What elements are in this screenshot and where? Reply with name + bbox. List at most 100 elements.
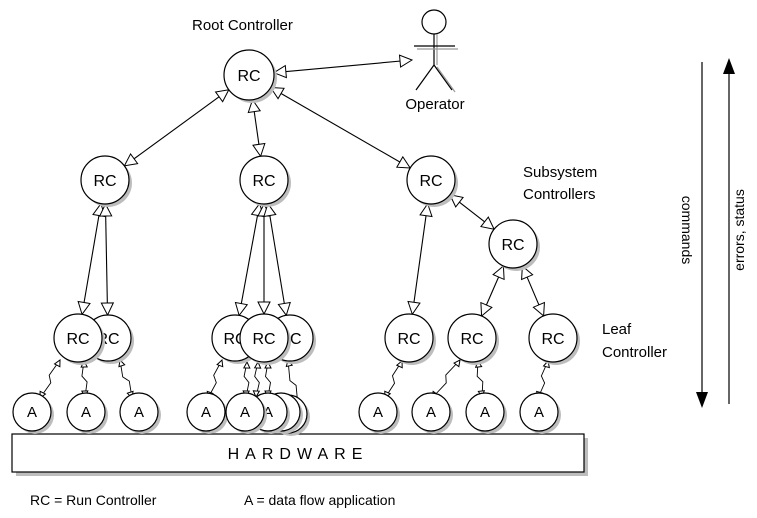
link-leaf-application-3 <box>119 359 133 399</box>
data-flow-application-11 <box>465 392 505 432</box>
link-leaf-application-5-head-start <box>243 360 251 369</box>
link-subsystem-right-subsystem-2-head-start <box>449 194 464 208</box>
run-controller-opm-label: RC <box>252 173 275 190</box>
run-controller-l5-label: RC <box>541 331 564 348</box>
link-leaf-application-9-head-start <box>395 359 403 369</box>
link-subsystem-right-subsystem-2-head-end <box>480 216 495 230</box>
operator-icon <box>414 9 458 93</box>
run-controller-l3 <box>384 313 434 363</box>
commands-label: commands <box>679 196 695 264</box>
run-controller-ops-label: RC <box>93 173 116 190</box>
run-controller-opr <box>406 155 456 205</box>
data-flow-application-11-label: A <box>480 404 490 421</box>
run-controller-ops <box>80 155 130 205</box>
link-subsystem-2-leaf-b-head-end <box>532 301 545 317</box>
link-root-subsystem-left <box>124 89 230 167</box>
data-flow-application-3 <box>119 392 159 432</box>
link-root-operator-head-end <box>398 54 414 68</box>
link-leaf-application-7 <box>265 361 271 398</box>
link-subsystem-middle-leaf-a-head-end <box>234 301 249 317</box>
link-leaf-application-10 <box>431 359 461 399</box>
run-controller-l4-label: RC <box>460 331 483 348</box>
link-subsystem-middle-leaf-c-head-start <box>263 202 277 218</box>
link-root-subsystem-middle-head-start <box>247 98 262 114</box>
link-subsystem-2-leaf-a-head-start <box>492 264 505 281</box>
link-subsystem-left-leaf-a <box>81 203 102 315</box>
link-leaf-application-5 <box>243 361 250 398</box>
link-root-subsystem-middle-head-end <box>252 142 266 158</box>
link-leaf-application-7-head-start <box>264 360 272 369</box>
data-flow-application-12-label: A <box>534 404 544 421</box>
link-root-subsystem-right-head-end <box>395 155 412 169</box>
run-controller-l2b-label: RC <box>252 331 275 348</box>
data-flow-application-7 <box>186 392 226 432</box>
link-subsystem-left-leaf-b-head-start <box>98 202 113 217</box>
subsystem-controllers-caption-line1: Subsystem <box>523 164 597 181</box>
data-flow-application-3-label: A <box>134 404 144 421</box>
data-flow-application-8-label: A <box>240 404 250 421</box>
run-controller-l4 <box>447 313 497 363</box>
link-leaf-application-6-head-start <box>253 360 262 369</box>
hardware-bar <box>11 433 585 473</box>
link-subsystem-middle-leaf-c <box>267 203 287 316</box>
commands-arrow <box>696 62 708 408</box>
data-flow-application-9-label: A <box>373 404 383 421</box>
data-flow-application-8 <box>225 392 265 432</box>
link-leaf-application-11 <box>476 360 484 398</box>
link-leaf-application-1 <box>39 359 61 399</box>
link-leaf-application-12 <box>537 360 549 399</box>
link-subsystem-2-leaf-a-head-end <box>480 301 493 318</box>
data-flow-application-2 <box>66 392 106 432</box>
data-flow-application-2-label: A <box>81 404 91 421</box>
link-subsystem-left-leaf-b <box>104 203 109 316</box>
data-flow-application-10 <box>411 392 451 432</box>
link-leaf-application-10-head-start <box>453 359 461 368</box>
run-controller-opm <box>239 155 289 205</box>
data-flow-application-1 <box>12 392 52 432</box>
link-leaf-application-4-head-start <box>216 358 224 368</box>
run-controller-opr-label: RC <box>419 173 442 190</box>
run-controller-root <box>223 49 275 101</box>
link-leaf-application-4 <box>207 359 223 399</box>
run-controller-l5 <box>528 313 578 363</box>
data-flow-application-10-label: A <box>426 404 436 421</box>
errors-status-label: errors, status <box>731 189 747 271</box>
hardware-label: HARDWARE <box>228 446 369 463</box>
link-root-subsystem-right <box>270 87 411 169</box>
link-subsystem-middle-leaf-b-head-end <box>257 301 271 316</box>
run-controller-root-label: RC <box>237 68 260 85</box>
link-leaf-application-9 <box>384 360 403 399</box>
data-flow-application-6-label: A <box>263 404 273 421</box>
data-flow-application-1-label: A <box>27 404 37 421</box>
link-root-subsystem-left-head-start <box>214 89 230 103</box>
legend-data-flow-application: A = data flow application <box>244 492 395 508</box>
link-root-subsystem-right-head-start <box>269 86 285 100</box>
subsystem-controllers-caption-line2: Controllers <box>523 186 596 203</box>
link-root-subsystem-left-head-end <box>123 152 139 167</box>
leaf-controller-caption-line2: Controller <box>602 344 667 361</box>
controller-nodes: RCRCRCRCRCRCRCRCRCRCRCRCRCAAAAAAAAAAAA <box>12 49 580 436</box>
link-root-operator <box>273 59 413 74</box>
operator-label: Operator <box>405 96 464 113</box>
run-controller-s2 <box>488 219 538 269</box>
link-subsystem-right-leaf-head-start <box>419 202 433 218</box>
link-subsystem-right-leaf-head-end <box>407 300 421 316</box>
link-leaf-application-2 <box>81 360 88 398</box>
link-subsystem-right-leaf <box>411 203 429 315</box>
link-subsystem-left-leaf-a-head-end <box>77 300 91 316</box>
run-controller-l3-label: RC <box>397 331 420 348</box>
root-controller-caption: Root Controller <box>192 17 293 34</box>
link-leaf-application-6-head-end <box>252 390 261 399</box>
run-controller-s2-label: RC <box>501 237 524 254</box>
link-subsystem-middle-leaf-a <box>238 203 261 316</box>
link-leaf-application-1-head-start <box>53 359 61 368</box>
run-controller-l2b <box>239 313 289 363</box>
link-subsystem-left-leaf-b-head-end <box>100 302 115 317</box>
link-root-operator-head-start <box>272 64 287 79</box>
leaf-controller-caption-line1: Leaf <box>602 321 632 338</box>
run-controller-l1a-label: RC <box>66 331 89 348</box>
link-subsystem-middle-leaf-c-head-end <box>277 301 291 317</box>
errors-status-arrow <box>723 58 735 404</box>
data-flow-application-9 <box>358 392 398 432</box>
